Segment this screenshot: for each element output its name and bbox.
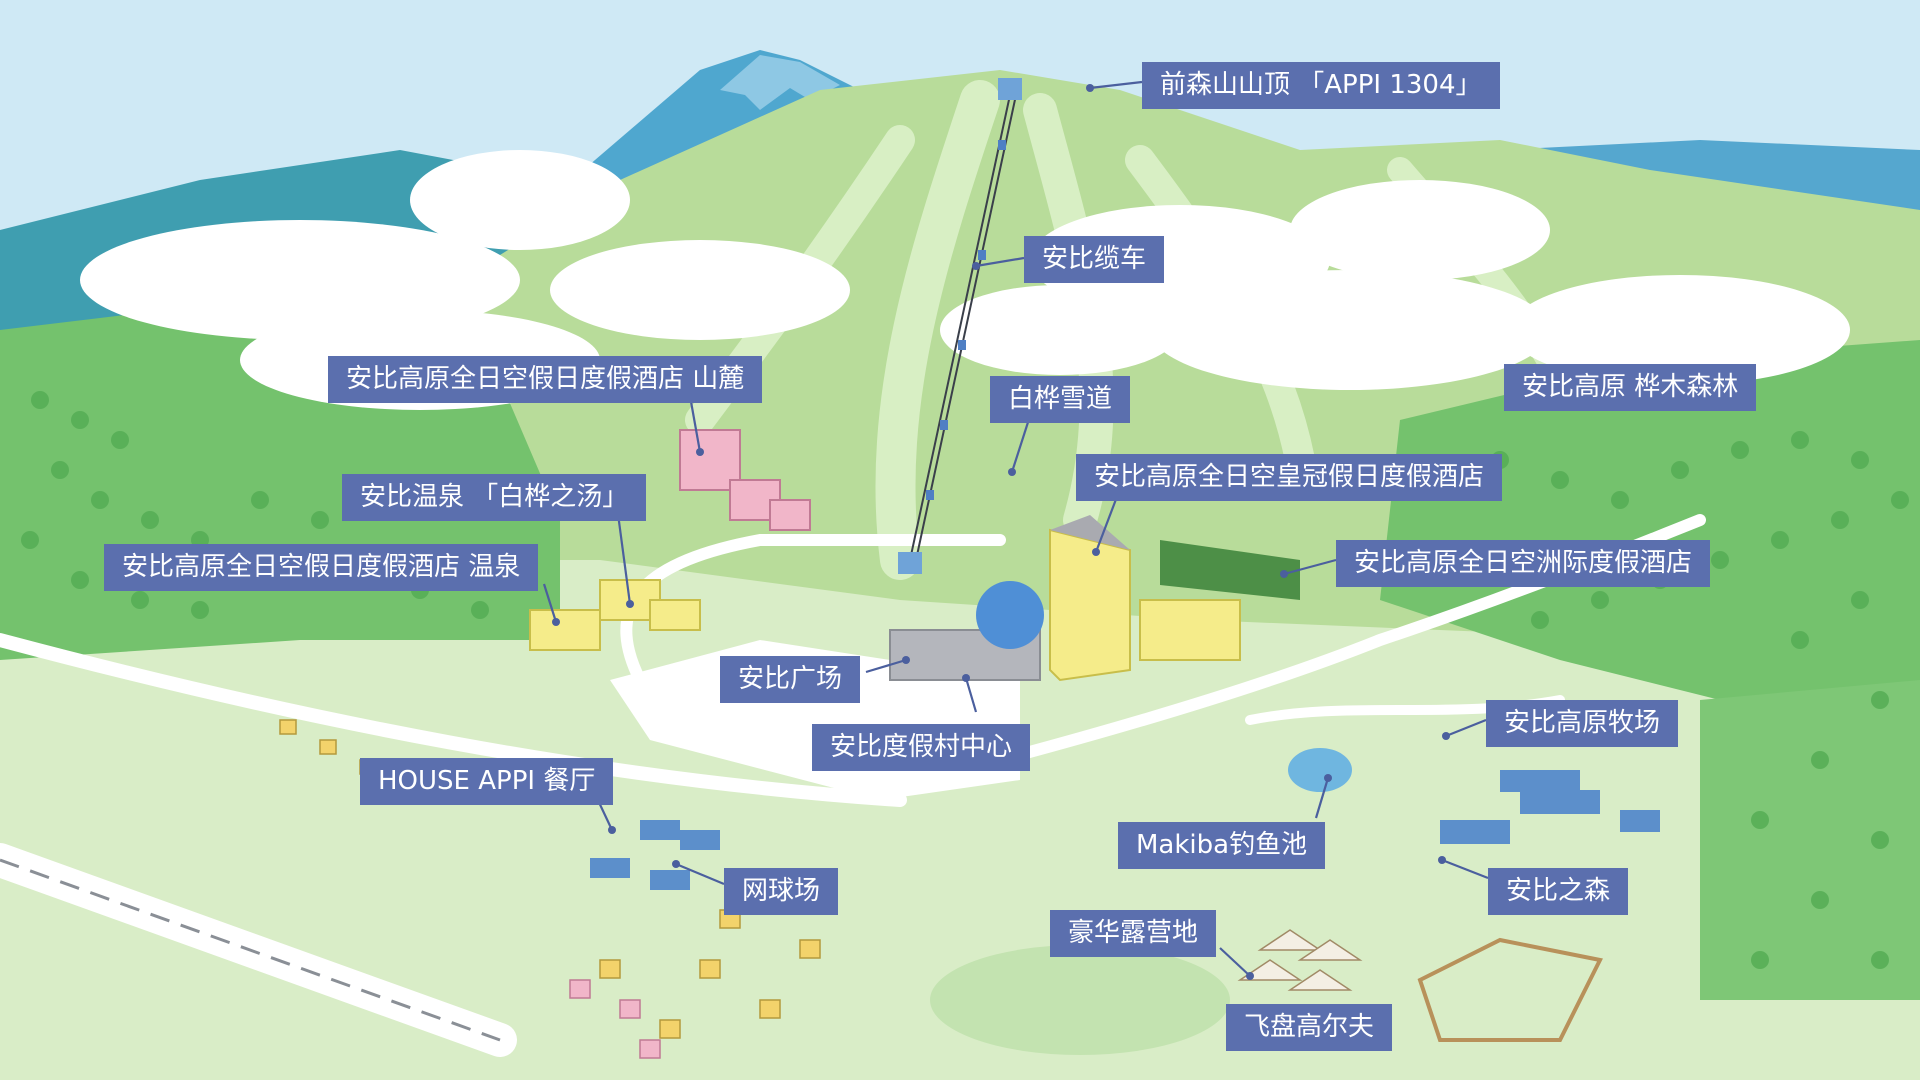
gondola-cable — [909, 94, 1011, 561]
cottages-pink — [569, 979, 661, 1059]
highway-dashes — [0, 858, 501, 1042]
hotel-onsen-building-1 — [529, 609, 601, 651]
label-disc-golf[interactable]: 飞盘高尔夫 — [1226, 1004, 1393, 1051]
label-mountain-top[interactable]: 前森山山顶 「APPI 1304」 — [1142, 62, 1500, 109]
main-road — [0, 633, 907, 807]
label-onsen-shirakaba[interactable]: 安比温泉 「白桦之汤」 — [342, 474, 647, 521]
appi-forest-cabins — [1440, 770, 1660, 844]
gondola-cabins — [926, 140, 1006, 500]
label-crowne-plaza[interactable]: 安比高原全日空皇冠假日度假酒店 — [1076, 454, 1503, 501]
glamping-tents — [1237, 929, 1363, 991]
hotel-sanroku-building-3 — [769, 499, 811, 531]
label-fishing-pond[interactable]: Makiba钓鱼池 — [1118, 822, 1326, 869]
label-shirakaba-slope[interactable]: 白桦雪道 — [990, 376, 1131, 423]
label-house-appi[interactable]: HOUSE APPI 餐厅 — [360, 758, 614, 805]
disc-golf-green — [930, 945, 1230, 1055]
ski-slope-1 — [875, 80, 1000, 580]
label-intercontinental[interactable]: 安比高原全日空洲际度假酒店 — [1336, 540, 1711, 587]
right-forest — [1380, 340, 1920, 700]
crowne-plaza-roof — [1050, 515, 1130, 550]
hotel-yellow-annex — [1139, 599, 1241, 661]
label-ranch[interactable]: 安比高原牧场 — [1486, 700, 1679, 747]
gondola-top-station — [998, 78, 1022, 100]
plaza-fountain — [976, 581, 1044, 649]
intercontinental-building — [1160, 540, 1300, 600]
fishing-pond-water — [1288, 748, 1352, 792]
label-appi-forest[interactable]: 安比之森 — [1488, 868, 1629, 915]
meadow — [0, 560, 1920, 1080]
label-hotel-onsen[interactable]: 安比高原全日空假日度假酒店 温泉 — [104, 544, 539, 591]
gondola-cable-2 — [915, 94, 1017, 561]
label-glamping[interactable]: 豪华露营地 — [1050, 910, 1217, 957]
label-birch-forest[interactable]: 安比高原 桦木森林 — [1504, 364, 1757, 411]
label-tennis[interactable]: 网球场 — [724, 868, 839, 915]
label-leaders — [542, 80, 1489, 980]
hotel-onsen-building-3 — [649, 599, 701, 631]
ranch-fence — [1417, 937, 1603, 1042]
label-resort-center[interactable]: 安比度假村中心 — [812, 724, 1031, 771]
label-gondola[interactable]: 安比缆车 — [1024, 236, 1165, 283]
label-hotel-sanroku[interactable]: 安比高原全日空假日度假酒店 山麓 — [328, 356, 763, 403]
label-appi-plaza[interactable]: 安比广场 — [720, 656, 861, 703]
crowne-plaza-building — [1049, 528, 1131, 682]
right-lower-forest — [1700, 680, 1920, 1000]
tennis-courts — [590, 820, 720, 890]
gondola-base-station — [898, 552, 922, 574]
